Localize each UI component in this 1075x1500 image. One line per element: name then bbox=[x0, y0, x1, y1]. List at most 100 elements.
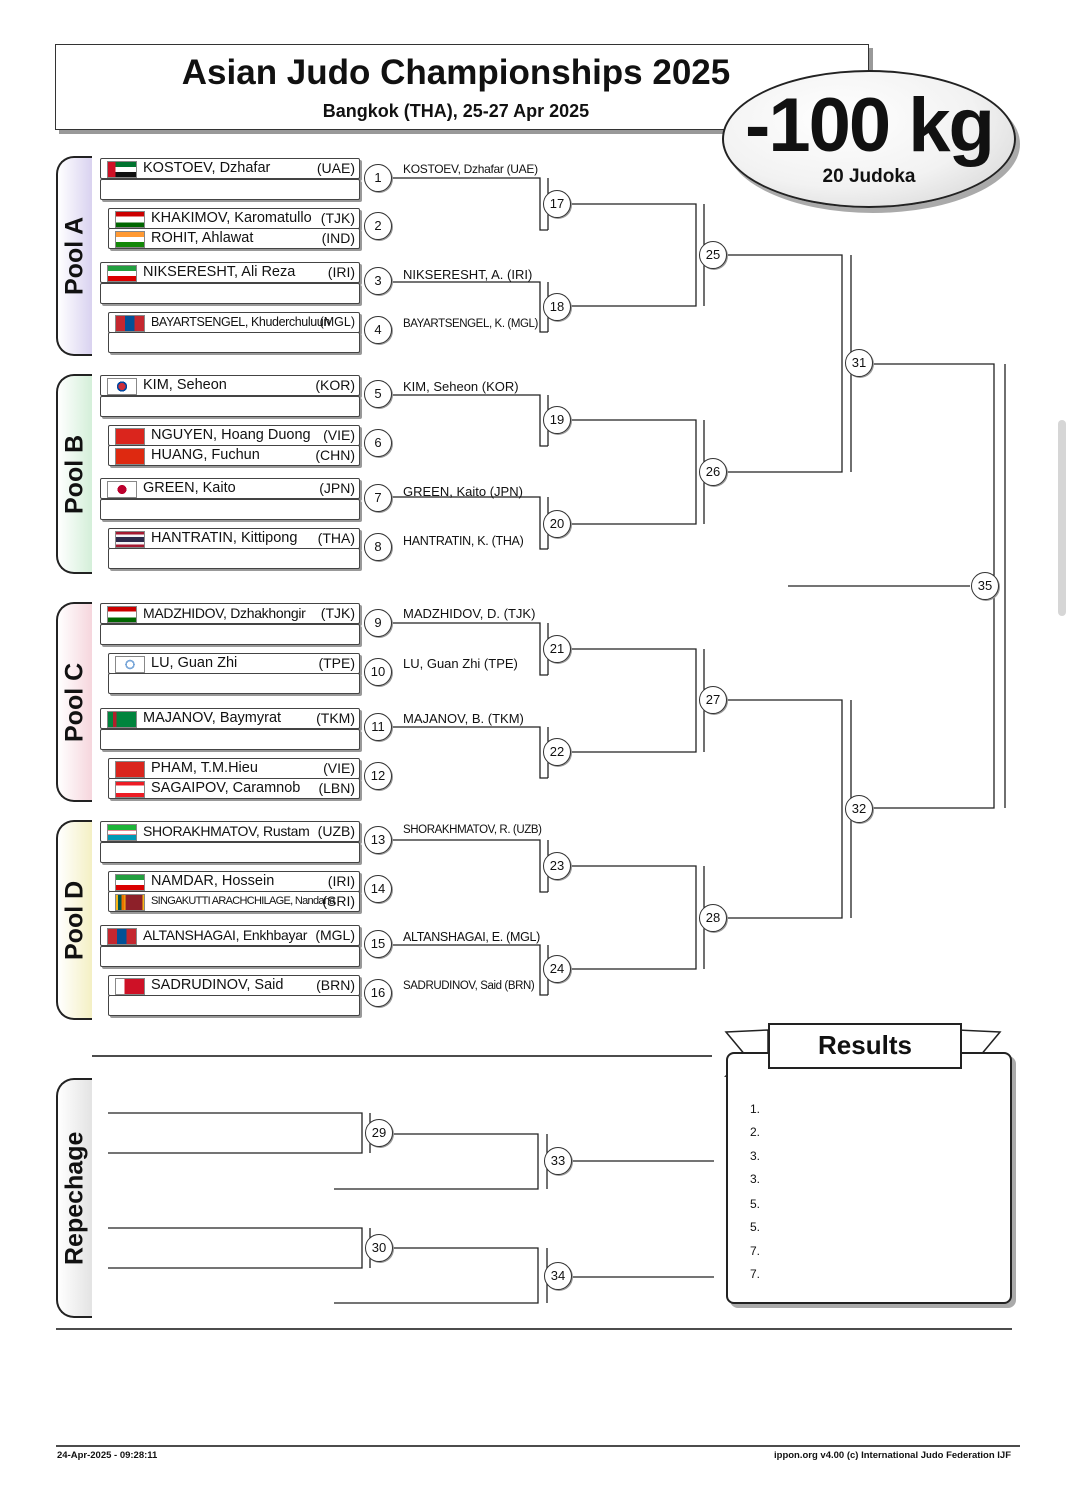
bout-number: 13 bbox=[364, 826, 392, 854]
repechage-label: Repechage bbox=[60, 1131, 89, 1265]
pool-d-label: Pool D bbox=[60, 880, 89, 960]
athlete-name: BAYARTSENGEL, Khuderchuluun bbox=[151, 315, 330, 329]
results-panel: 1. 2. 3. 3. 5. 5. 7. 7. bbox=[726, 1052, 1012, 1304]
flag-ind-icon bbox=[115, 231, 145, 248]
athlete-name: HUANG, Fuchun bbox=[151, 447, 260, 463]
pool-a-label: Pool A bbox=[60, 216, 89, 296]
results-title: Results bbox=[768, 1023, 962, 1069]
athlete-entry: KOSTOEV, Dzhafar (UAE) bbox=[100, 158, 360, 179]
athlete-name: NAMDAR, Hossein bbox=[151, 873, 275, 889]
pool-c-tab: Pool C bbox=[56, 602, 92, 802]
athlete-name: GREEN, Kaito bbox=[143, 480, 236, 496]
bout-number: 17 bbox=[543, 190, 571, 218]
empty-entry bbox=[108, 995, 360, 1016]
athlete-entry: HANTRATIN, Kittipong (THA) bbox=[108, 528, 360, 549]
flag-sri-icon bbox=[115, 894, 145, 911]
athlete-name: SINGAKUTTI ARACHCHILAGE, Nandana bbox=[151, 895, 335, 907]
bout-number: 4 bbox=[364, 316, 392, 344]
rank-label: 1. bbox=[750, 1102, 761, 1116]
title-box: Asian Judo Championships 2025 Bangkok (T… bbox=[55, 44, 869, 130]
athlete-name: KIM, Seheon bbox=[143, 377, 227, 393]
flag-brn-icon bbox=[115, 978, 145, 995]
flag-iri-icon bbox=[115, 874, 145, 891]
bout-number: 23 bbox=[543, 852, 571, 880]
bout-number: 21 bbox=[543, 635, 571, 663]
bout-number: 7 bbox=[364, 484, 392, 512]
pool-c-label: Pool C bbox=[60, 662, 89, 742]
footer-credit: ippon.org v4.00 (c) International Judo F… bbox=[774, 1450, 1011, 1461]
athlete-name: HANTRATIN, Kittipong bbox=[151, 530, 298, 546]
athlete-nation: (MGL) bbox=[315, 927, 355, 943]
flag-iri-icon bbox=[107, 265, 137, 282]
pool-b-label: Pool B bbox=[60, 434, 89, 514]
winner-label: BAYARTSENGEL, K. (MGL) bbox=[403, 318, 538, 330]
athlete-entry: SADRUDINOV, Said (BRN) bbox=[108, 975, 360, 996]
winner-label: SADRUDINOV, Said (BRN) bbox=[403, 980, 535, 992]
empty-entry bbox=[100, 729, 360, 750]
athlete-entry: LU, Guan Zhi (TPE) bbox=[108, 653, 360, 674]
bout-number: 15 bbox=[364, 930, 392, 958]
repechage-tab: Repechage bbox=[56, 1078, 92, 1318]
empty-entry bbox=[108, 332, 360, 353]
flag-uzb-icon bbox=[107, 824, 137, 841]
athlete-nation: (LBN) bbox=[318, 780, 355, 796]
winner-label: MADZHIDOV, D. (TJK) bbox=[403, 606, 536, 621]
athlete-nation: (VIE) bbox=[323, 760, 355, 776]
winner-label: NIKSERESHT, A. (IRI) bbox=[403, 267, 533, 282]
athlete-nation: (UZB) bbox=[317, 823, 355, 839]
athlete-name: LU, Guan Zhi bbox=[151, 655, 238, 671]
bout-number: 2 bbox=[364, 212, 392, 240]
bout-number: 6 bbox=[364, 429, 392, 457]
winner-label: GREEN, Kaito (JPN) bbox=[403, 484, 523, 499]
bout-number: 16 bbox=[364, 979, 392, 1007]
bout-number: 24 bbox=[543, 955, 571, 983]
flag-mgl-icon bbox=[107, 928, 137, 945]
flag-vie-icon bbox=[115, 428, 145, 445]
weight-category: -100 kg bbox=[745, 83, 995, 168]
bout-number: 35 bbox=[971, 572, 999, 600]
bout-number: 32 bbox=[845, 795, 873, 823]
rank-label: 2. bbox=[750, 1125, 761, 1139]
athlete-name: NIKSERESHT, Ali Reza bbox=[143, 264, 296, 280]
athlete-name: PHAM, T.M.Hieu bbox=[151, 760, 258, 776]
rank-label: 7. bbox=[750, 1267, 761, 1281]
empty-entry bbox=[108, 673, 360, 694]
bout-number: 25 bbox=[699, 241, 727, 269]
empty-entry bbox=[100, 396, 360, 417]
empty-entry bbox=[108, 548, 360, 569]
winner-label: MAJANOV, B. (TKM) bbox=[403, 711, 524, 726]
empty-entry bbox=[100, 842, 360, 863]
bout-number: 30 bbox=[365, 1234, 393, 1262]
empty-entry bbox=[100, 283, 360, 304]
bout-number: 11 bbox=[364, 713, 392, 741]
athlete-nation: (IND) bbox=[321, 230, 355, 246]
athlete-entry: SAGAIPOV, Caramnob (LBN) bbox=[108, 778, 360, 799]
flag-chn-icon bbox=[115, 448, 145, 465]
bout-number: 9 bbox=[364, 609, 392, 637]
athlete-entry: BAYARTSENGEL, Khuderchuluun (MGL) bbox=[108, 312, 360, 333]
athlete-name: SHORAKHMATOV, Rustam bbox=[143, 823, 310, 839]
event-subtitle: Bangkok (THA), 25-27 Apr 2025 bbox=[322, 101, 590, 121]
athlete-nation: (UAE) bbox=[316, 160, 355, 176]
rank-label: 7. bbox=[750, 1244, 761, 1258]
athlete-name: ALTANSHAGAI, Enkhbayar bbox=[143, 927, 308, 943]
athlete-nation: (IRI) bbox=[327, 873, 355, 889]
athlete-nation: (BRN) bbox=[316, 977, 355, 993]
bout-number: 27 bbox=[699, 686, 727, 714]
athlete-entry: MADZHIDOV, Dzhakhongir (TJK) bbox=[100, 603, 360, 624]
athlete-entry: NGUYEN, Hoang Duong (VIE) bbox=[108, 425, 360, 446]
bout-number: 1 bbox=[364, 164, 392, 192]
empty-entry bbox=[100, 624, 360, 645]
bout-number: 12 bbox=[364, 762, 392, 790]
athlete-name: KOSTOEV, Dzhafar bbox=[143, 160, 271, 176]
bout-number: 29 bbox=[365, 1119, 393, 1147]
bout-number: 20 bbox=[543, 510, 571, 538]
pool-d-tab: Pool D bbox=[56, 820, 92, 1020]
athlete-name: ROHIT, Ahlawat bbox=[151, 230, 254, 246]
athlete-entry: SINGAKUTTI ARACHCHILAGE, Nandana (SRI) bbox=[108, 891, 360, 912]
athlete-entry: ALTANSHAGAI, Enkhbayar (MGL) bbox=[100, 925, 360, 946]
bout-number: 5 bbox=[364, 380, 392, 408]
bout-number: 34 bbox=[544, 1262, 572, 1290]
